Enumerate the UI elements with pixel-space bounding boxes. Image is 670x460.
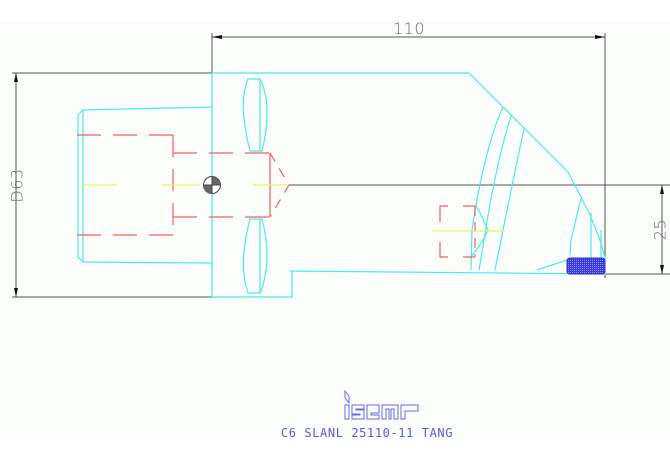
- length-dimension-label: 110: [393, 19, 426, 38]
- center-of-gravity-icon: [203, 176, 221, 194]
- top-margin: [0, 0, 670, 22]
- cutting-insert: [566, 257, 606, 275]
- part-code-label: C6 SLANL 25110-11 TANG: [280, 426, 454, 440]
- dimension-arrows: [14, 35, 664, 297]
- bottom-margin: [0, 439, 670, 460]
- hidden-lines: [77, 134, 476, 258]
- height-dimension-label: 25: [650, 218, 670, 241]
- center-lines: [83, 184, 505, 232]
- iscar-logo-icon: [344, 389, 419, 420]
- diameter-dimension-label: D63: [7, 168, 27, 203]
